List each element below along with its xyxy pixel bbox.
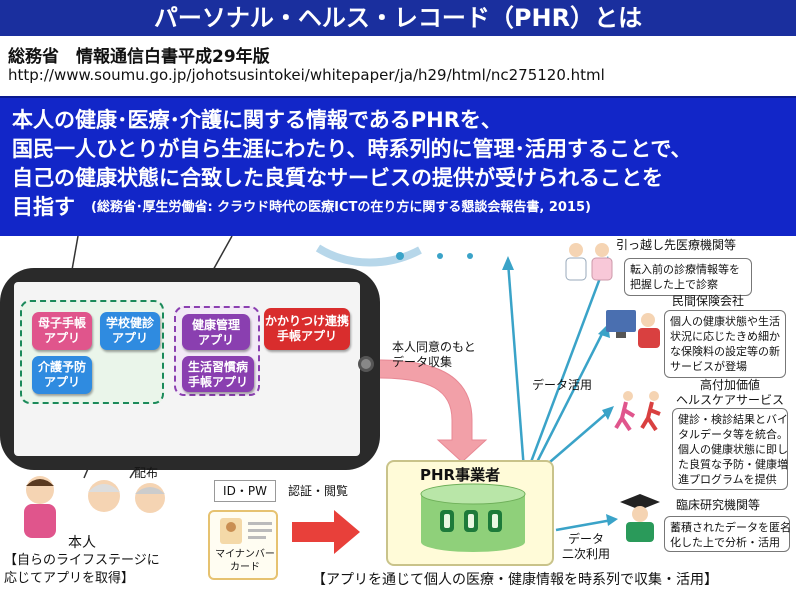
healthcare-desc: 健診・検診結果とバイ タルデータ等を統合。 個人の健康状態に即し た良質な予防・…	[672, 408, 788, 490]
moving-clinic-desc: 転入前の診療情報等を 把握した上で診察	[624, 258, 752, 296]
database-icon	[420, 483, 526, 552]
app-kaigo[interactable]: 介護予防 アプリ	[32, 356, 92, 394]
bottom-caption: 【アプリを通じて個人の医療・健康情報を時系列で収集・活用】	[312, 572, 718, 588]
fan-arrow-3	[530, 329, 606, 473]
network-curve	[315, 244, 422, 267]
app-boshi[interactable]: 母子手帳 アプリ	[32, 312, 92, 350]
banner-line-4: 目指す	[12, 195, 75, 219]
insurance-desc: 個人の健康状態や生活 状況に応じたきめ細か な保険料の設定等の新 サービスが登場	[664, 310, 786, 378]
app-kakaritsuke[interactable]: かかりつけ連携 手帳アプリ	[264, 308, 350, 350]
research-label: 臨床研究機関等	[676, 498, 761, 512]
doctor-nurse-icon	[565, 243, 613, 281]
distribution-label: 配布	[134, 466, 159, 480]
banner-line-2: 国民一人ひとりが自ら生涯にわたり、時系列的に管理･活用することで、	[12, 137, 692, 161]
tablet-line-top-left	[71, 235, 79, 271]
app-seikatsu[interactable]: 生活習慣病 手帳アプリ	[182, 356, 254, 392]
source-url[interactable]: http://www.soumu.go.jp/johotsusintokei/w…	[8, 66, 605, 84]
consent-arrow	[377, 359, 488, 463]
person-label: 本人	[68, 535, 96, 551]
card-face-icon	[220, 518, 272, 544]
moving-clinic-label: 引っ越し先医療機関等	[616, 238, 737, 252]
mynumber-label: マイナンバー カード	[215, 549, 275, 573]
tablet-line-top-right	[211, 235, 233, 273]
page-title: パーソナル・ヘルス・レコード（PHR）とは	[0, 0, 796, 36]
person-caption: 【自らのライフステージに 応じてアプリを取得】	[4, 553, 160, 586]
banner-line-3: 自己の健康状態に合致した良質なサービスの提供が受けられることを	[12, 166, 663, 190]
runners-icon	[614, 391, 661, 432]
insurance-label: 民間保険会社	[672, 294, 745, 308]
fan-arrow-5	[555, 518, 613, 532]
banner-citation: (総務省･厚生労働省: クラウド時代の医療ICTの在り方に関する懇談会報告書, …	[91, 200, 591, 215]
app-kenko[interactable]: 健康管理 アプリ	[182, 314, 250, 350]
secondary-use-label: データ 二次利用	[562, 532, 611, 561]
fan-arrow-2	[526, 261, 608, 471]
research-desc: 蓄積されたデータを匿名 化した上で分析・活用	[664, 516, 791, 552]
auth-arrow	[292, 510, 360, 554]
mynumber-card: マイナンバー カード	[208, 510, 278, 580]
home-button-icon	[358, 356, 374, 372]
definition-banner: 本人の健康･医療･介護に関する情報であるPHRを、 国民一人ひとりが自ら生涯にわ…	[0, 96, 796, 236]
fan-arrow-1	[506, 261, 526, 471]
source-title: 総務省 情報通信白書平成29年版	[8, 47, 270, 67]
family-icon	[24, 476, 165, 538]
id-pw-box: ID・PW	[214, 480, 276, 502]
auth-label: 認証・閲覧	[288, 484, 349, 498]
app-gakko[interactable]: 学校健診 アプリ	[100, 312, 160, 350]
healthcare-label: 高付加価値 ヘルスケアサービス	[676, 378, 785, 407]
consent-label: 本人同意のもと データ収集	[392, 340, 476, 369]
researcher-icon	[620, 494, 660, 542]
phr-operator-label: PHR事業者	[420, 466, 501, 484]
data-use-label: データ活用	[532, 378, 593, 392]
office-worker-icon	[606, 310, 660, 348]
banner-line-1: 本人の健康･医療･介護に関する情報であるPHRを、	[12, 108, 502, 132]
